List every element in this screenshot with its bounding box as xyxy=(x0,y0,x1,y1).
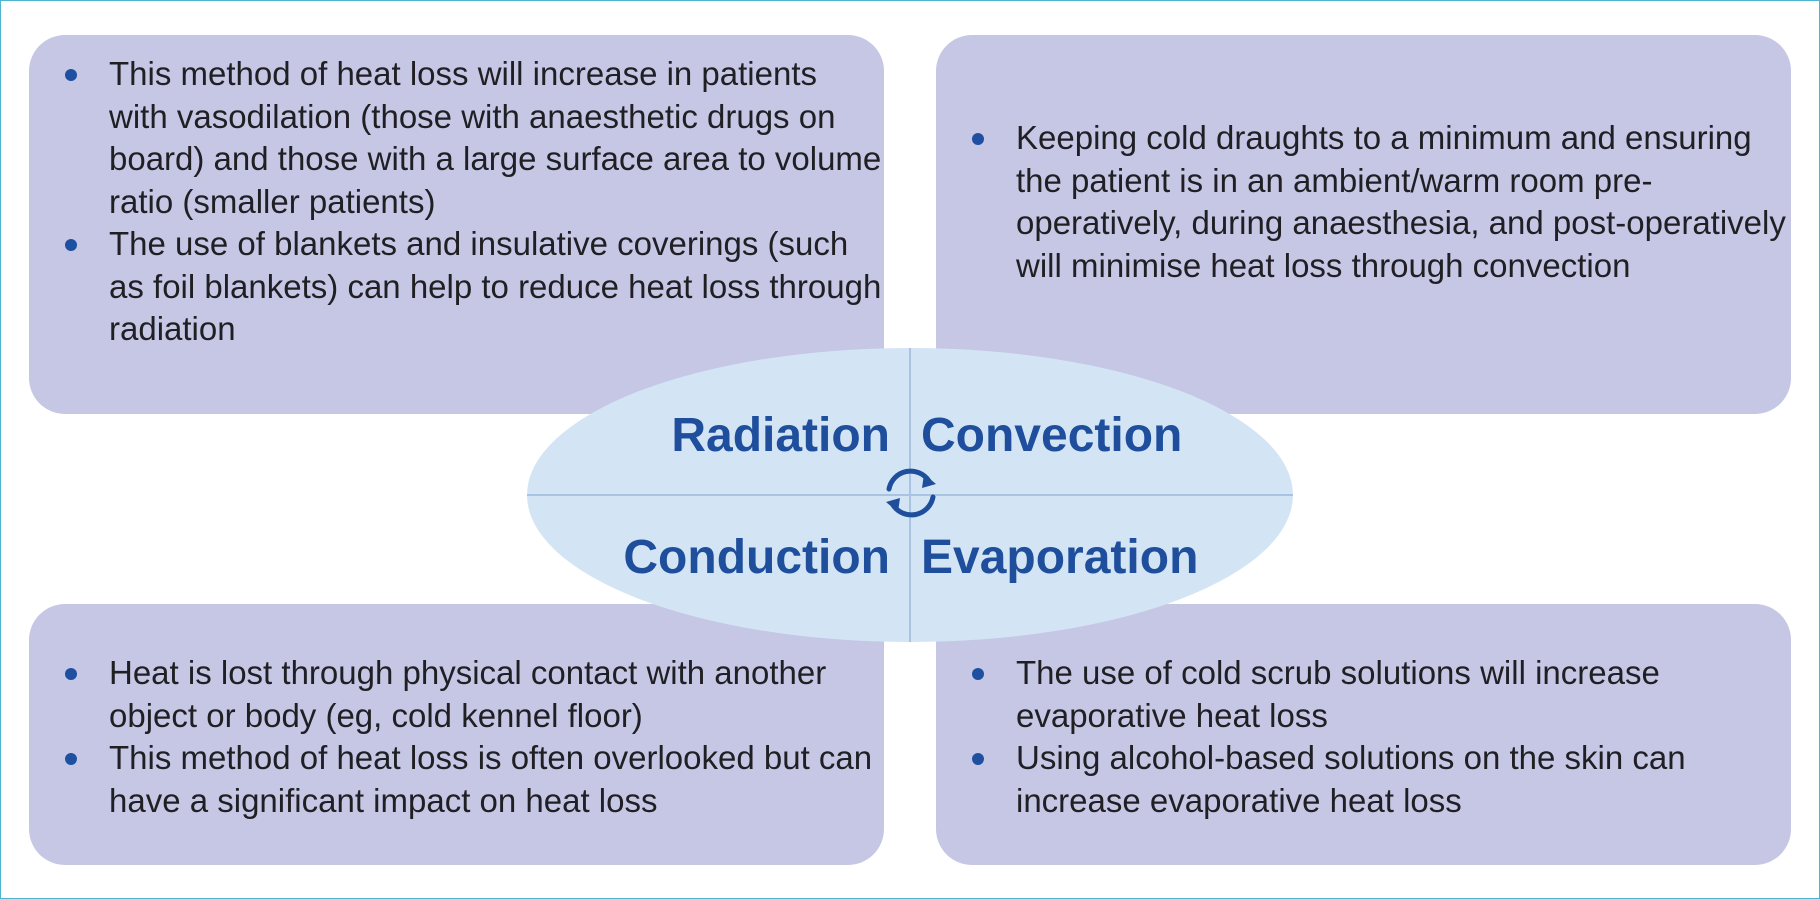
bullet-icon xyxy=(65,753,77,765)
radiation-bullet-list: This method of heat loss will increase i… xyxy=(29,53,884,351)
conduction-bullet-2-text: This method of heat loss is often overlo… xyxy=(109,739,873,819)
bullet-icon xyxy=(972,133,984,145)
conduction-info-panel: Heat is lost through physical contact wi… xyxy=(29,604,884,865)
convection-bullet-1-text: Keeping cold draughts to a minimum and e… xyxy=(1016,119,1786,284)
convection-bullet-1: Keeping cold draughts to a minimum and e… xyxy=(936,117,1791,287)
bullet-icon xyxy=(972,753,984,765)
bullet-icon xyxy=(65,239,77,251)
evaporation-bullet-list: The use of cold scrub solutions will inc… xyxy=(936,652,1791,822)
conduction-label: Conduction xyxy=(623,531,890,584)
conduction-bullet-2: This method of heat loss is often overlo… xyxy=(29,737,884,822)
radiation-bullet-1: This method of heat loss will increase i… xyxy=(29,53,884,223)
radiation-bullet-2: The use of blankets and insulative cover… xyxy=(29,223,884,351)
bullet-icon xyxy=(65,668,77,680)
evaporation-bullet-2-text: Using alcohol-based solutions on the ski… xyxy=(1016,739,1686,819)
radiation-label: Radiation xyxy=(671,409,890,462)
radiation-bullet-2-text: The use of blankets and insulative cover… xyxy=(109,225,882,347)
radiation-bullet-1-text: This method of heat loss will increase i… xyxy=(109,55,882,220)
convection-bullet-list: Keeping cold draughts to a minimum and e… xyxy=(936,117,1791,287)
evaporation-bullet-1: The use of cold scrub solutions will inc… xyxy=(936,652,1791,737)
conduction-bullet-1-text: Heat is lost through physical contact wi… xyxy=(109,654,827,734)
evaporation-info-panel: The use of cold scrub solutions will inc… xyxy=(936,604,1791,865)
convection-label: Convection xyxy=(921,409,1183,462)
evaporation-bullet-2: Using alcohol-based solutions on the ski… xyxy=(936,737,1791,822)
evaporation-label: Evaporation xyxy=(921,531,1199,584)
evaporation-bullet-1-text: The use of cold scrub solutions will inc… xyxy=(1016,654,1660,734)
convection-info-panel: Keeping cold draughts to a minimum and e… xyxy=(936,35,1791,414)
refresh-cycle-icon xyxy=(886,468,936,518)
radiation-info-panel: This method of heat loss will increase i… xyxy=(29,35,884,414)
conduction-bullet-list: Heat is lost through physical contact wi… xyxy=(29,652,884,822)
conduction-bullet-1: Heat is lost through physical contact wi… xyxy=(29,652,884,737)
bullet-icon xyxy=(65,69,77,81)
bullet-icon xyxy=(972,668,984,680)
